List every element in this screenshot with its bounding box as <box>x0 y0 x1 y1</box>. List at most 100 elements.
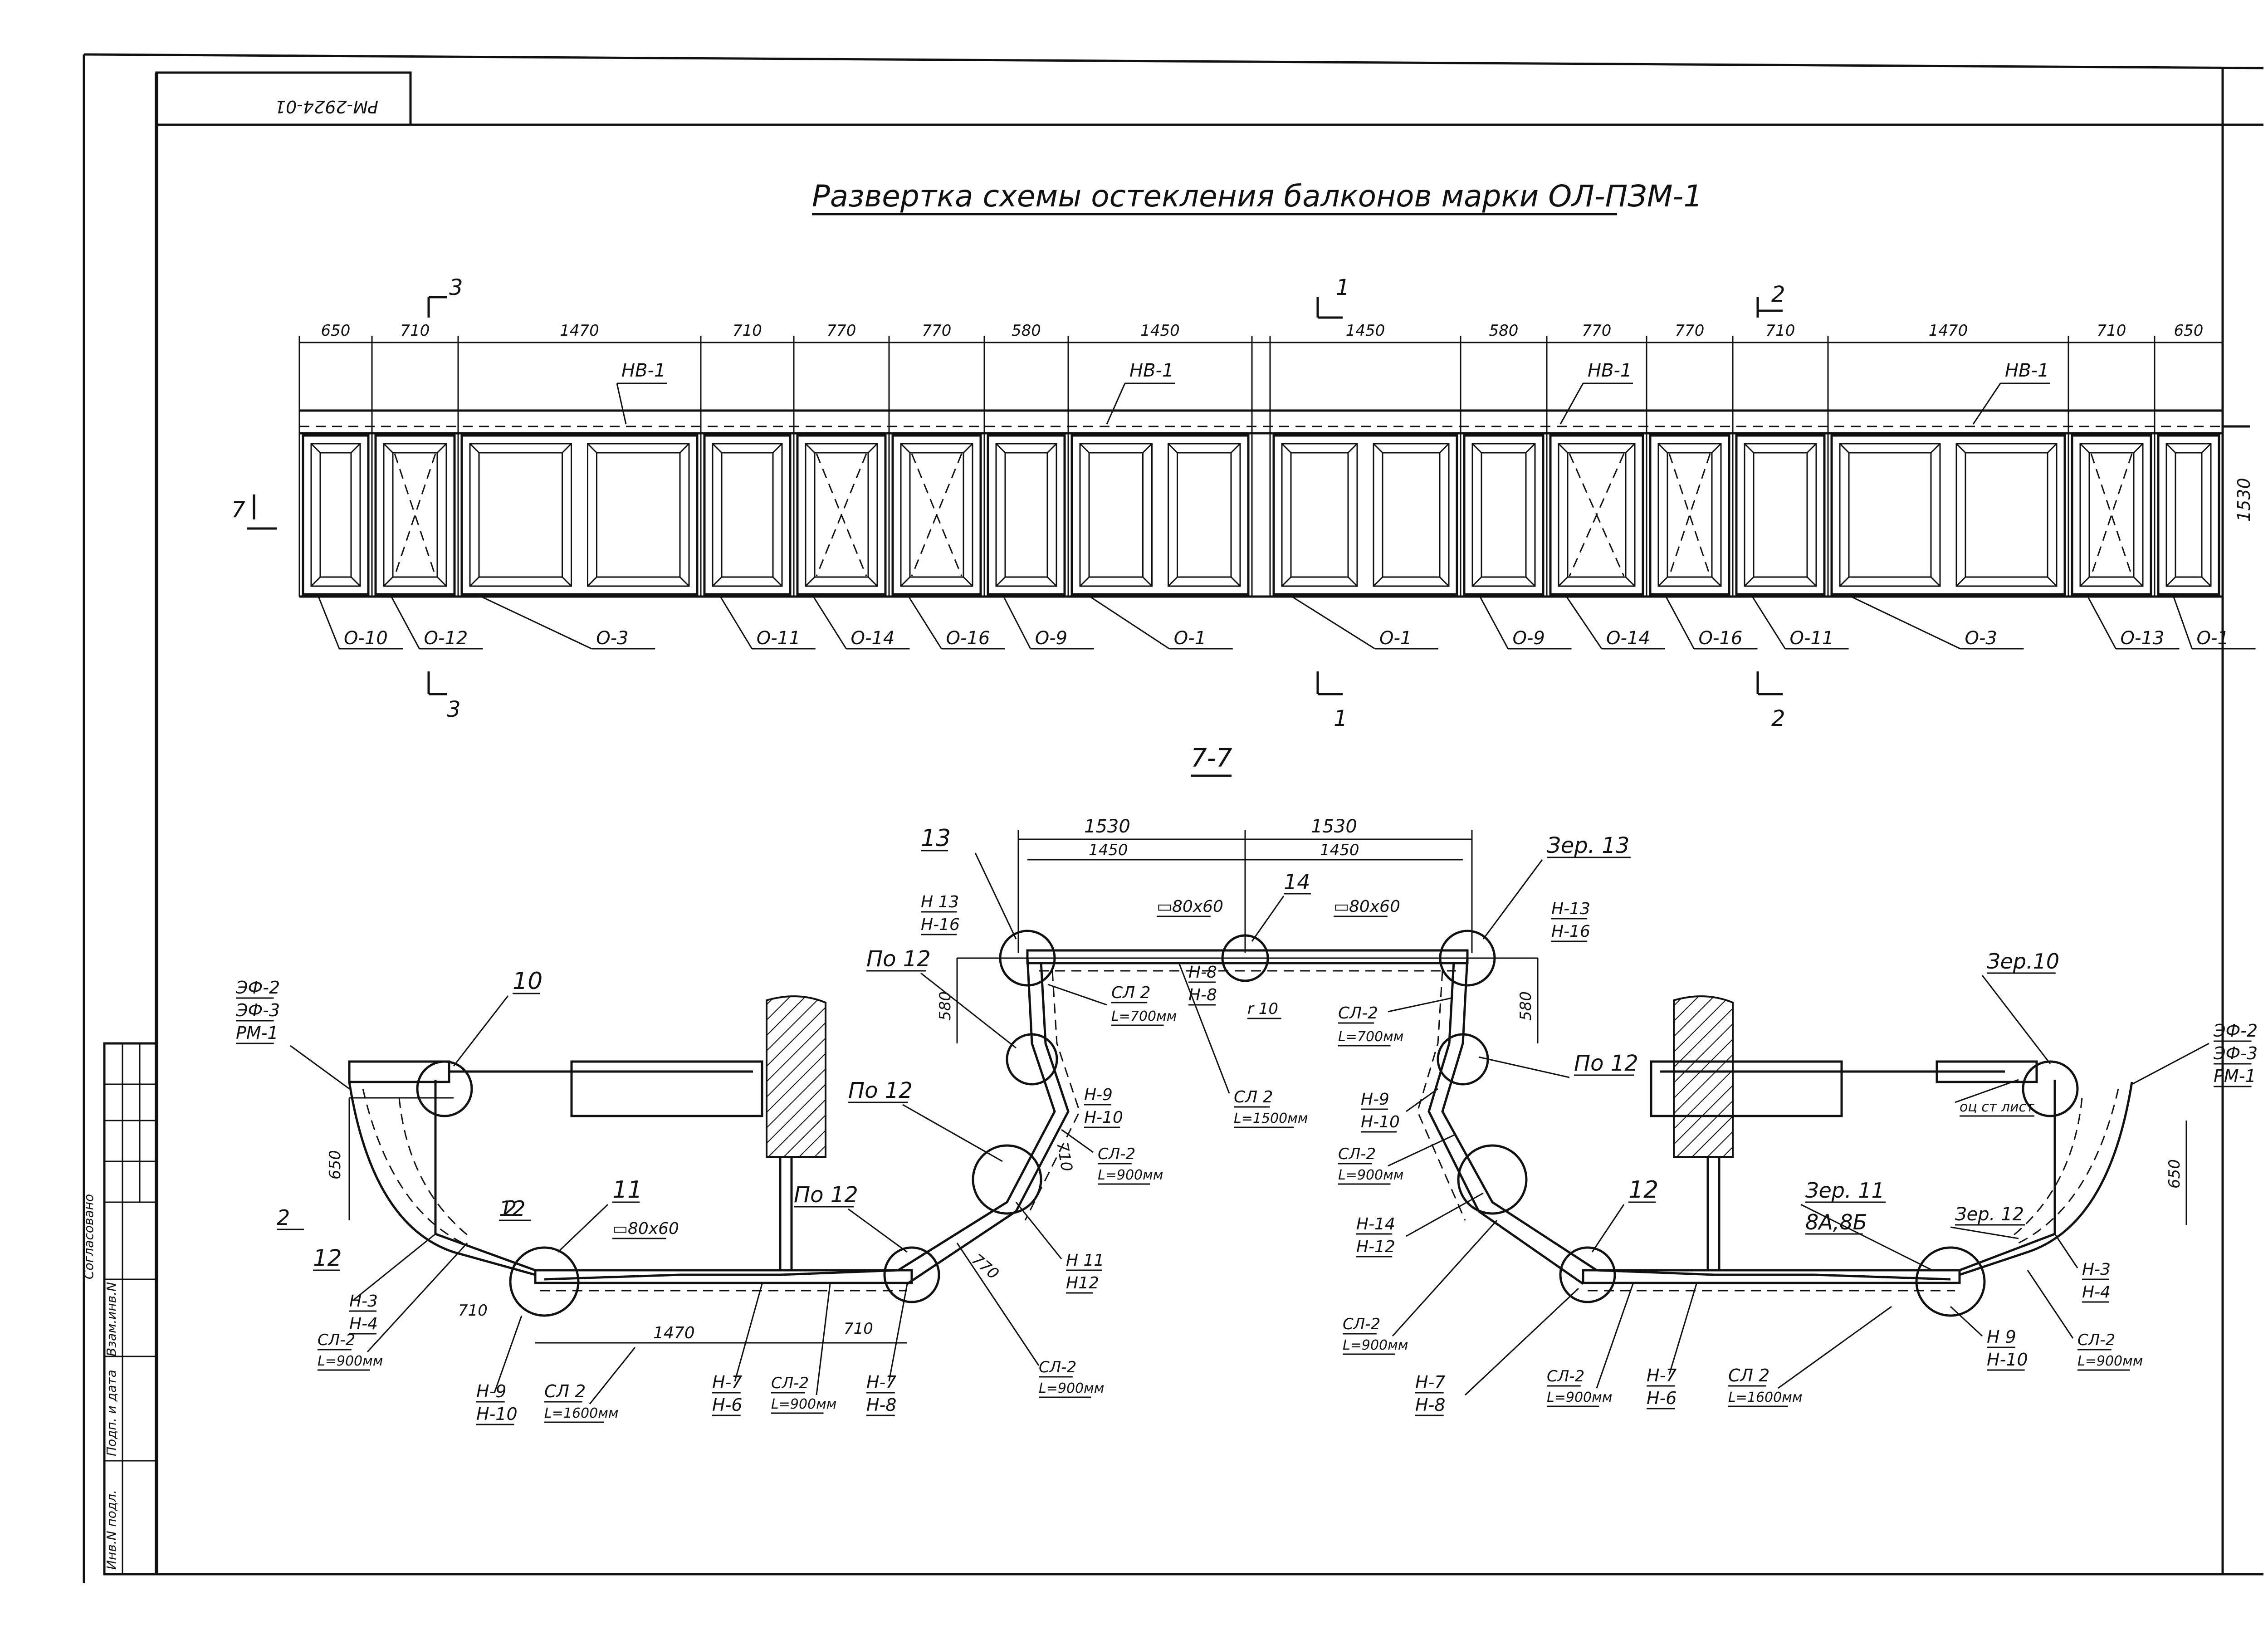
leader-line <box>476 593 592 650</box>
callout-ef3r: ЭФ-3 <box>2213 1043 2258 1063</box>
leader-line <box>317 594 340 649</box>
callout-leader <box>816 1283 831 1395</box>
elevation-dim: 770 <box>1675 322 1705 340</box>
callout-h12a: Н12 <box>1066 1274 1099 1292</box>
callout-sl2f: СЛ-2 <box>318 1331 355 1349</box>
cut-mark: 1 <box>1334 706 1348 731</box>
callout-leader <box>1406 1088 1438 1112</box>
callout-node_12a: 12 <box>313 1245 342 1271</box>
document-code-stamp: РМ-2924-01 <box>275 97 378 117</box>
top-dim: 1530 <box>1311 816 1357 837</box>
callout-leader <box>1800 1204 1933 1271</box>
callout-leader <box>1950 1226 2019 1239</box>
leader-line <box>1478 594 1509 649</box>
replaced-inventory-label: Взам.инв.N <box>104 1282 119 1356</box>
callout-leader <box>1778 1306 1892 1389</box>
callout-leader <box>2131 1043 2209 1085</box>
callout-leader <box>1478 1056 1570 1078</box>
node-circle <box>416 1060 473 1117</box>
callout-r10: r 10 <box>1247 1000 1278 1018</box>
callout-h10b: Н-10 <box>1361 1113 1400 1131</box>
leader-line <box>1564 594 1603 649</box>
node-circle <box>1439 930 1496 987</box>
node-circle <box>1221 934 1269 982</box>
callout-leader <box>1406 1192 1484 1237</box>
glazing-panel <box>1463 434 1545 596</box>
callout-leader <box>956 1243 1040 1366</box>
panel-label: О-13 <box>2121 628 2165 649</box>
elevation-dim: 770 <box>1582 322 1612 340</box>
callout-h8: Н-8 <box>1188 963 1217 982</box>
callout-node_13: 13 <box>921 825 951 852</box>
callout-leader <box>920 972 1017 1049</box>
callout-h4a: Н-4 <box>349 1315 378 1333</box>
callout-leader <box>2027 1270 2074 1339</box>
panel-label: О-16 <box>946 628 990 649</box>
callout-h3b: Н-3 <box>2082 1260 2111 1279</box>
callout-leader <box>2054 1233 2078 1268</box>
callout-leader <box>1388 1133 1457 1167</box>
top-dim: 1530 <box>1084 816 1130 837</box>
callout-ef2r: ЭФ-2 <box>2213 1021 2258 1041</box>
callout-h7c: Н-7 <box>1415 1372 1445 1392</box>
callout-leader <box>888 1283 908 1382</box>
node-circle <box>2022 1060 2079 1117</box>
callout-sl2l: СЛ 2 <box>1728 1366 1769 1385</box>
callout-h7d: Н-7 <box>1647 1366 1677 1385</box>
callout-sl2_b: СЛ-2 <box>1338 1004 1378 1023</box>
cut-mark: 2 <box>1771 706 1785 731</box>
callout-leader <box>1464 1287 1579 1396</box>
side-approval-table: Согласовано Взам.инв.N Подп. и дата Инв.… <box>81 1042 158 1576</box>
callout-l700b: L=700мм <box>1338 1029 1403 1045</box>
callout-sl2k: СЛ-2 <box>1547 1367 1584 1385</box>
dim-580: 580 <box>936 991 954 1021</box>
callout-h13: Н 13 <box>921 893 959 911</box>
leader-line <box>389 594 420 649</box>
glazing-panel <box>460 434 699 596</box>
glazing-panel <box>2071 434 2152 596</box>
panel-label: О-11 <box>757 628 801 649</box>
callout-h8b: Н-8 <box>1188 986 1217 1004</box>
leader-line <box>811 594 847 649</box>
elevation-dim: 770 <box>922 322 952 340</box>
callout-h6a: Н-6 <box>712 1395 742 1415</box>
callout-leader <box>1981 975 2051 1064</box>
callout-leader <box>1388 997 1452 1013</box>
callout-leader <box>902 1104 1003 1162</box>
node-circle <box>883 1246 940 1303</box>
callout-cut2a: 2 <box>277 1205 290 1230</box>
callout-rm1r: РМ-1 <box>2214 1066 2256 1086</box>
top-dim-inner: 1450 <box>1089 841 1128 859</box>
callout-leader <box>494 1315 523 1393</box>
height-dimension: 1530 <box>2234 478 2254 522</box>
elevation-dim: 770 <box>827 322 856 340</box>
panel-label: О-10 <box>344 628 388 649</box>
callout-cut2b: 2 <box>503 1196 517 1221</box>
glazing-panel <box>1830 434 2066 596</box>
leader-line <box>2172 594 2193 649</box>
callout-leader <box>974 852 1017 940</box>
panel-label: О-1 <box>2197 628 2229 649</box>
callout-sl2j: СЛ-2 <box>1343 1315 1380 1333</box>
node-circle <box>972 1144 1042 1215</box>
lintel-label: НВ-1 <box>1129 360 1173 381</box>
callout-leader <box>557 1204 609 1253</box>
callout-leader <box>367 1242 468 1353</box>
callout-h10d: Н-10 <box>1987 1350 2028 1370</box>
callout-sl2_a: СЛ 2 <box>1111 984 1151 1002</box>
glazing-panel <box>987 434 1066 596</box>
leader-line <box>1086 593 1170 650</box>
callout-leader <box>453 995 509 1067</box>
callout-node_12c: 12 <box>499 1196 526 1221</box>
callout-leader <box>1061 1129 1094 1153</box>
panel-label: О-3 <box>1965 628 1997 649</box>
leader-line <box>1664 594 1695 649</box>
leader-line <box>1846 593 1961 650</box>
callout-l900a: L=900мм <box>1098 1167 1163 1183</box>
callout-l900d: L=900мм <box>771 1396 836 1412</box>
elevation-dim: 650 <box>321 322 351 340</box>
